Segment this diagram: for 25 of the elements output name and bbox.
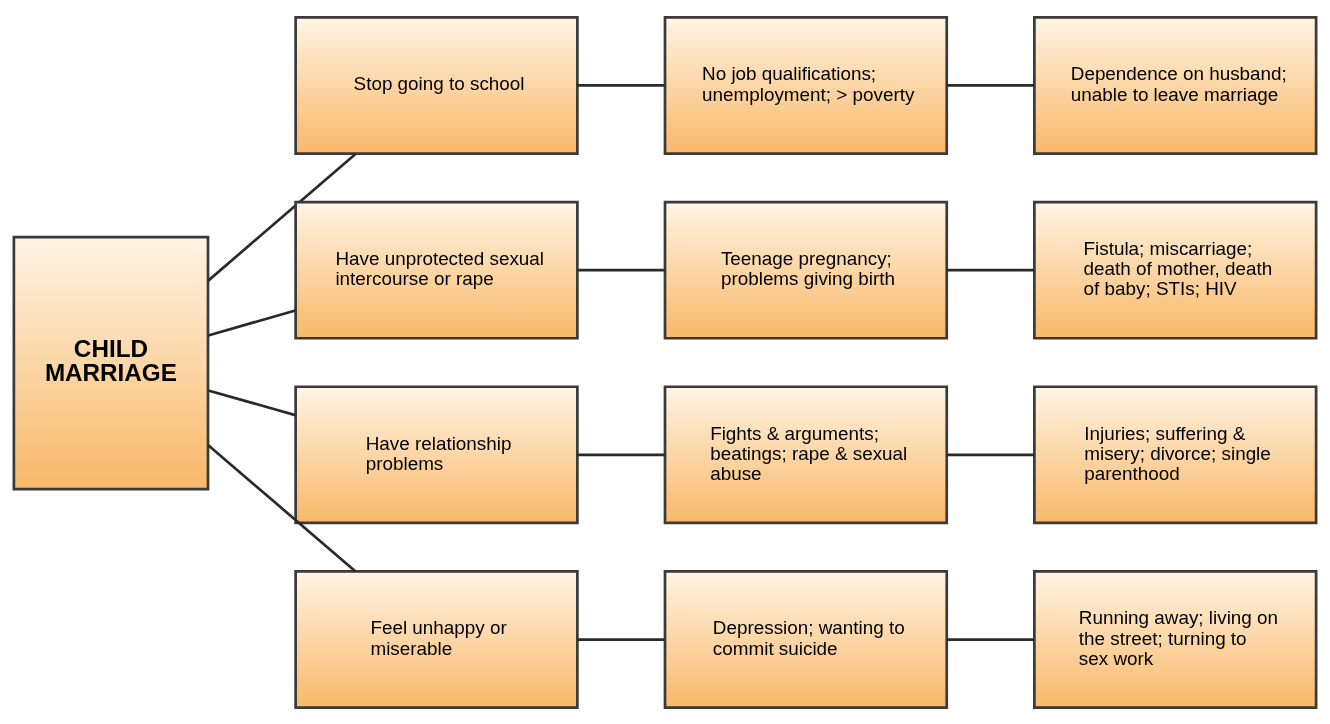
node-box: Dependence on husband; unable to leave marriage: [1033, 15, 1318, 155]
connector: [946, 453, 1034, 456]
node-box: Depression; wanting to commit suicide: [663, 569, 949, 709]
node-box: Stop going to school: [294, 15, 579, 155]
connector: [207, 308, 296, 337]
node-box: Feel unhappy or miserable: [294, 569, 579, 709]
connector: [207, 388, 296, 416]
node-box: Fistula; miscarriage; death of mother, death of baby; STIs; HIV: [1033, 200, 1318, 340]
node-box: Teenage pregnancy; problems giving birth: [663, 200, 949, 340]
node-box: CHILD MARRIAGE: [12, 235, 210, 491]
node-box: Have relationship problems: [294, 384, 579, 524]
connector: [577, 453, 665, 456]
connector: [207, 152, 357, 282]
node-box: No job qualifications; unemployment; > poverty: [663, 15, 949, 155]
connector: [946, 83, 1034, 87]
connector: [577, 268, 665, 271]
node-box: Have unprotected sexual intercourse or rape: [294, 200, 579, 340]
connector: [577, 83, 665, 87]
node-box: Injuries; suffering & misery; divorce; single parenthood: [1033, 384, 1318, 524]
connector: [207, 443, 357, 572]
connector: [946, 637, 1034, 641]
connector: [946, 268, 1034, 271]
node-box: Running away; living on the street; turning to sex work: [1033, 569, 1318, 709]
connector: [577, 637, 665, 641]
node-box: Fights & arguments; beatings; rape & sexual abuse: [663, 384, 949, 524]
